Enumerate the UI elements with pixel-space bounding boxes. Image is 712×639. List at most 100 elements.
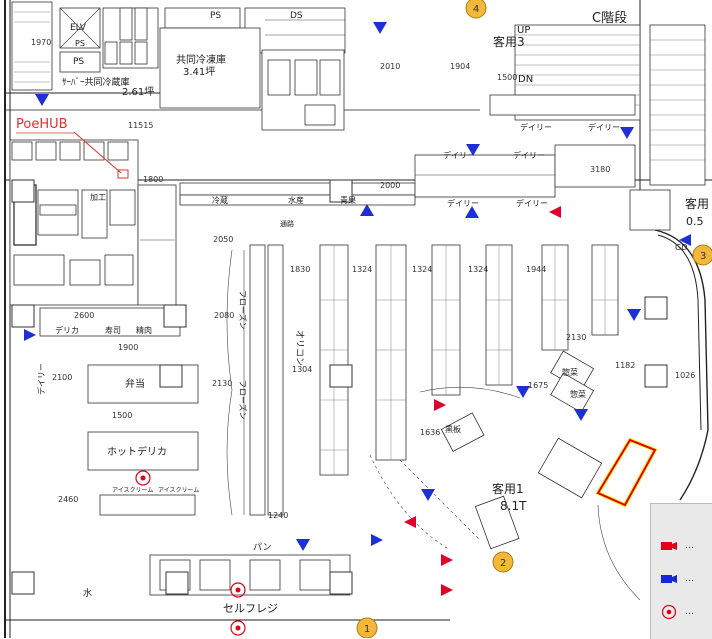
camera-red-icon — [434, 399, 446, 411]
camera-red-icon — [441, 554, 453, 566]
delica-label: デリカ — [55, 325, 79, 335]
legend-panel: … … … — [650, 503, 712, 639]
server-room-label: ｻｰﾊﾞｰ共同冷蔵庫 — [62, 76, 130, 88]
guest1-entrance: 客用1 8.1T 黒板 惣菜 惣菜 1675 1636 1182 1026 12… — [268, 350, 695, 551]
daily-label-6: デイリー — [516, 198, 548, 208]
up-label: UP — [517, 25, 530, 36]
ice-cream-label-2: アイスクリーム — [158, 487, 199, 494]
guest1-area-label: 8.1T — [500, 499, 527, 513]
marker-4-label: 4 — [473, 4, 479, 15]
dim-1324-b: 1324 — [412, 265, 432, 274]
suisan-label: 水産 — [288, 195, 304, 205]
freezer-area-label: 3.41坪 — [183, 65, 215, 78]
camera-blue-icon — [371, 534, 383, 546]
camera-red-icon — [441, 584, 453, 596]
camera-blue-icon — [466, 144, 480, 156]
legend-row-red-camera: … — [661, 541, 694, 552]
daily-label-3: デイリー — [520, 122, 552, 132]
camera-blue-icon — [421, 489, 435, 501]
dim-1240: 1240 — [268, 511, 288, 520]
guest1-label: 客用1 — [492, 481, 524, 496]
structural-columns — [11, 179, 668, 595]
numbered-markers: 1 2 3 4 — [356, 0, 712, 638]
dim-2100: 2100 — [52, 373, 72, 382]
dim-1324-c: 1324 — [468, 265, 488, 274]
guest2-room: 客用 0.5 GD — [629, 189, 709, 252]
oricon-label: オリコン — [294, 330, 305, 366]
camera-red-icon — [549, 206, 561, 218]
camera-blue-icon — [296, 539, 310, 551]
dim-2600: 2600 — [74, 311, 94, 320]
aisle-shelves: 1324 1324 1324 1944 1304 2130 オリコン フローズン… — [238, 244, 619, 516]
guest2-area-label: 0.5 — [686, 215, 704, 228]
frozen-label-2: フローズン — [238, 380, 248, 420]
poe-hub-callout: PoeHUB — [16, 117, 129, 179]
dim-1026: 1026 — [675, 371, 695, 380]
dim-1500: 1500 — [112, 411, 132, 420]
water-label: 水 — [83, 587, 92, 599]
marker-2-label: 2 — [500, 558, 506, 569]
ice-cream-label-1: アイスクリーム — [112, 487, 153, 494]
camera-blue-icon — [465, 206, 479, 218]
sakura-label-2: 惣菜 — [570, 389, 586, 399]
kitchen-area: 11515 1800 — [9, 121, 177, 306]
guest3-label: 客用3 — [493, 34, 525, 49]
stairs-c-label: C階段 — [592, 11, 627, 26]
aisle-label: 通路 — [280, 219, 294, 228]
poe-hub-label: PoeHUB — [16, 117, 68, 132]
dn-label: DN — [518, 74, 533, 85]
stairs-c: C階段 客用3 UP DN 1500 — [489, 11, 706, 186]
legend-row-blue-camera: … — [661, 574, 694, 585]
reizou-label: 冷蔵 — [212, 195, 228, 205]
misc-labels: 水産 冷蔵 青果 加工 通路 — [90, 192, 356, 228]
dim-1904: 1904 — [450, 62, 470, 71]
hot-delica-label: ホットデリカ — [107, 445, 167, 458]
back-shelves: デイリー デイリー デイリー デイリー デイリー デイリー 2000 3180 … — [179, 62, 636, 274]
seika-label: 青果 — [340, 195, 356, 205]
camera-blue-icon — [679, 234, 691, 246]
marker-2: 2 — [492, 551, 514, 573]
marker-1-label: 1 — [364, 624, 370, 635]
camera-blue-icon — [24, 329, 36, 341]
camera-blue-icon — [620, 127, 634, 139]
marker-4: 4 — [465, 0, 487, 19]
camera-red-icon — [404, 516, 416, 528]
camera-blue-icon — [627, 309, 641, 321]
target-markers — [135, 470, 246, 636]
target-icon — [661, 604, 677, 620]
blue-cameras — [24, 22, 691, 551]
camera-blue-icon — [516, 386, 530, 398]
kokuban-label: 黒板 — [445, 424, 461, 434]
dim-1304: 1304 — [292, 365, 312, 374]
dim-1675: 1675 — [528, 381, 548, 390]
dim-1970: 1970 — [31, 38, 51, 47]
server-area-label: 2.61坪 — [122, 85, 154, 98]
self-register-label: セルフレジ — [223, 602, 278, 615]
highlight-zone — [595, 437, 658, 508]
dim-3180: 3180 — [590, 165, 610, 174]
dim-2010: 2010 — [380, 62, 400, 71]
dim-2000: 2000 — [380, 181, 400, 190]
dim-2130: 2130 — [212, 379, 232, 388]
freezer-room-label: 共同冷凍庫 — [176, 53, 226, 66]
camera-blue-icon — [35, 94, 49, 106]
ps-label-mid: PS — [210, 11, 221, 21]
red-camera-icon — [661, 542, 677, 550]
marker-1: 1 — [356, 617, 378, 638]
dim-1830: 1830 — [290, 265, 310, 274]
sakura-label-1: 惣菜 — [562, 367, 578, 377]
legend-dots-2: … — [685, 574, 694, 584]
daily-label-2: デイリー — [513, 150, 545, 160]
dim-1800: 1800 — [143, 175, 163, 184]
target-icon — [230, 620, 246, 636]
dim-1900: 1900 — [118, 343, 138, 352]
ps-label-small: PS — [75, 39, 85, 48]
top-left-core: ELV PS PS DS PS 1970 — [11, 1, 346, 91]
legend-dots-1: … — [685, 541, 694, 551]
dim-1944: 1944 — [526, 265, 546, 274]
camera-blue-icon — [574, 409, 588, 421]
cold-storage-rooms: 共同冷凍庫 3.41坪 ｻｰﾊﾞｰ共同冷蔵庫 2.61坪 — [62, 27, 345, 131]
gd-label: GD — [675, 243, 687, 252]
frozen-label-1: フローズン — [238, 290, 248, 330]
legend-row-target: … — [661, 604, 694, 620]
